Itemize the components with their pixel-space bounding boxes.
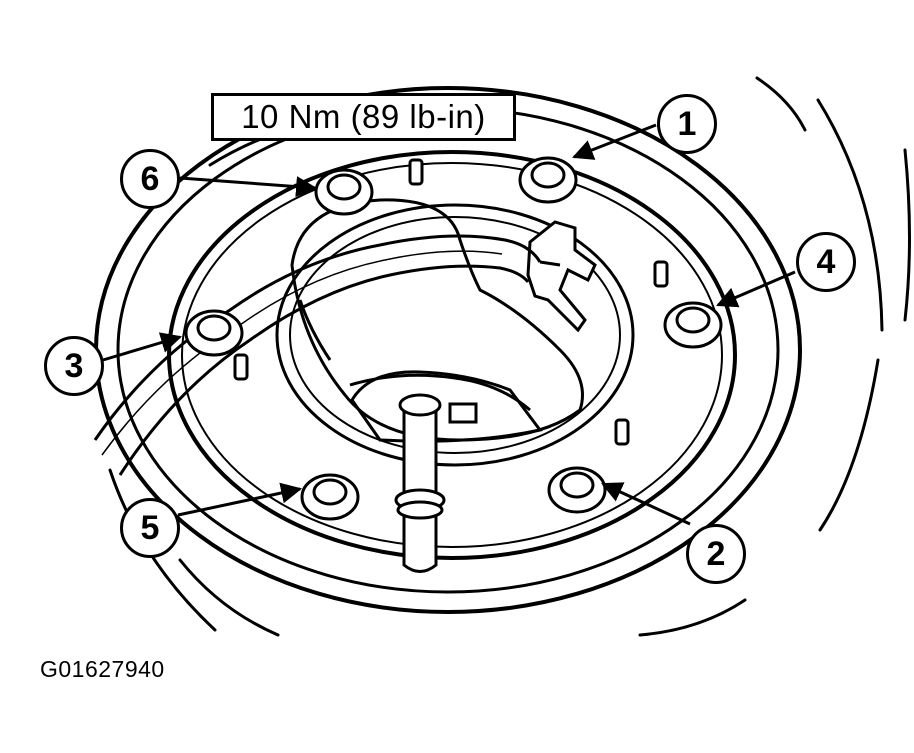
callout-2: 2 — [686, 524, 746, 584]
nut-4 — [663, 301, 723, 349]
callout-5: 5 — [120, 498, 180, 558]
mounting-studs — [233, 158, 669, 446]
figure-id: G01627940 — [40, 656, 165, 682]
callout-6: 6 — [120, 149, 180, 209]
nut-6 — [314, 168, 374, 216]
tank-outline — [108, 76, 911, 637]
nut-5 — [300, 473, 360, 521]
nut-1 — [518, 156, 578, 204]
nut-3 — [184, 309, 244, 357]
callout-3: 3 — [44, 336, 104, 396]
callout-1: 1 — [657, 94, 717, 154]
torque-spec-label: 10 Nm (89 lb-in) — [211, 93, 516, 141]
leader-arrows — [102, 123, 796, 526]
pump-module — [290, 198, 584, 443]
callout-4: 4 — [796, 232, 856, 292]
electrical-connector — [526, 220, 597, 333]
nut-2 — [547, 466, 607, 514]
fuel-line-hose — [93, 234, 542, 476]
nuts — [184, 156, 723, 521]
fuel-outlet-tube — [394, 393, 446, 573]
